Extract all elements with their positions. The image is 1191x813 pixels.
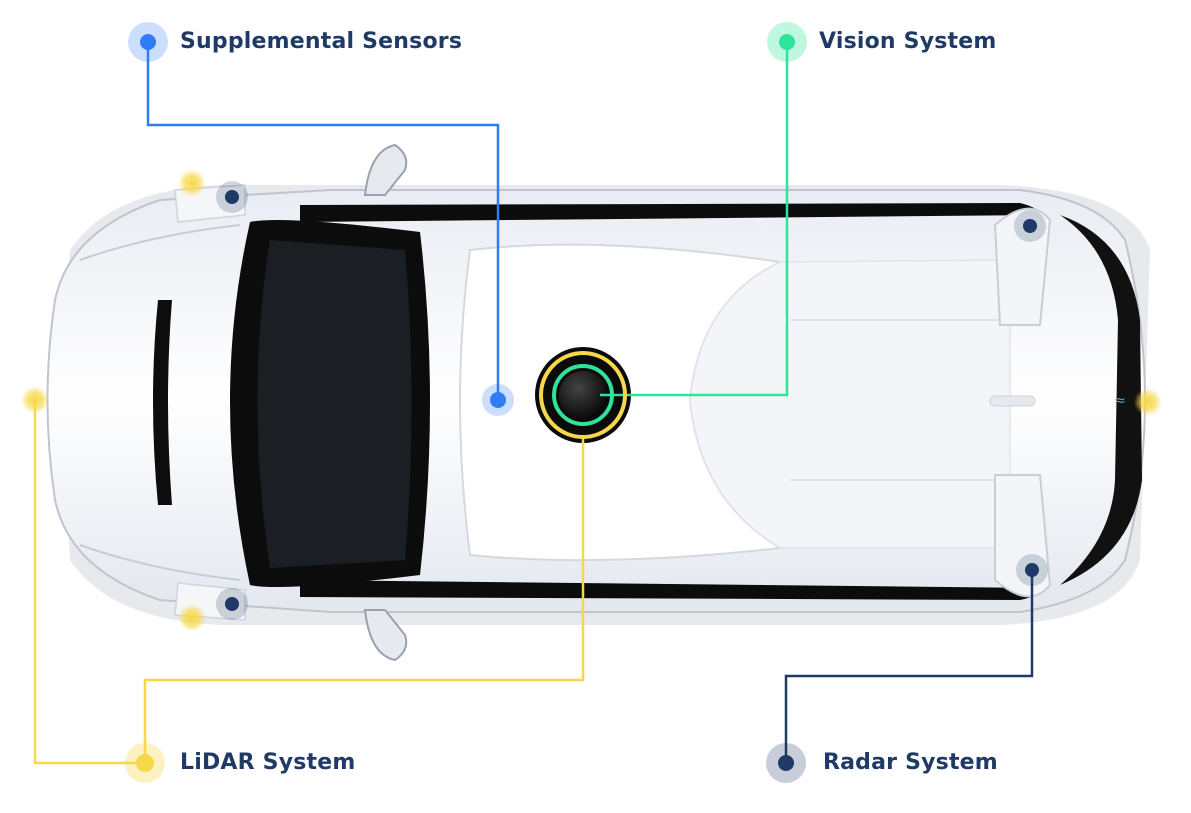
supplemental-marker [490,392,506,408]
supplemental-legend-dot [140,34,156,50]
lidar-marker [178,604,206,632]
radar-marker [225,190,239,204]
dome [559,371,607,419]
radar-marker [225,597,239,611]
radar-marker [1025,563,1039,577]
vision-system-label: Vision System [819,29,997,55]
windshield-reflection [258,240,412,568]
radar-system-label: Radar System [823,750,998,776]
vision-legend-dot [779,34,795,50]
roof-rear [690,260,1010,548]
rear-logo: ≈ [1114,393,1126,409]
radar-marker [1023,219,1037,233]
roof-handle [990,396,1035,406]
lidar-marker [178,169,206,197]
lidar-legend-dot [136,754,154,772]
lidar-marker [21,386,49,414]
lidar-system-label: LiDAR System [180,750,356,776]
lidar-marker [1134,388,1162,416]
radar-legend-dot [778,755,794,771]
car-top-view: ≈ [48,145,1151,660]
supplemental-sensors-label: Supplemental Sensors [180,29,462,55]
